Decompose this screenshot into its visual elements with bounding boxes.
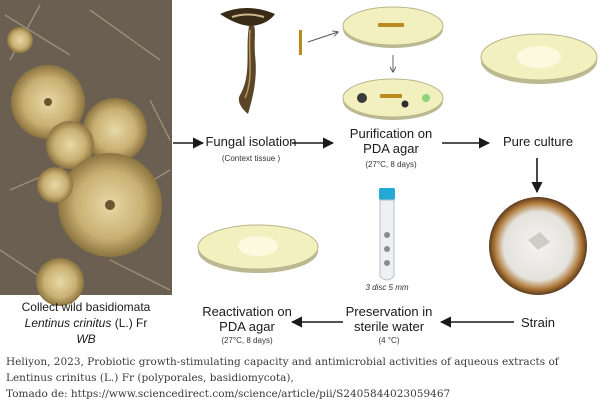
step-label-line1: Purification on xyxy=(349,126,433,141)
step-reactivation: Reactivation on PDA agar (27°C, 8 days) xyxy=(198,304,296,346)
specimen-label: Collect wild basidiomata Lentinus crinit… xyxy=(0,299,172,347)
step-label: Fungal isolation xyxy=(205,134,297,149)
reactivation-dish xyxy=(197,224,319,273)
step-note: (27°C, 8 days) xyxy=(365,160,417,169)
step-label-line2: PDA agar xyxy=(219,319,275,334)
species-name: Lentinus crinitus xyxy=(24,316,112,330)
step-strain: Strain xyxy=(500,315,576,330)
pure-culture-dish xyxy=(480,33,598,84)
specimen-code: WB xyxy=(76,332,96,346)
purification-dish-top xyxy=(342,6,444,48)
step-note: (4 °C) xyxy=(378,336,400,345)
step-fungal-isolation: Fungal isolation (Context tissue ) xyxy=(202,134,300,164)
caption-line3: Tomado de: https://www.sciencedirect.com… xyxy=(6,388,451,400)
purification-dish-bottom xyxy=(342,78,444,120)
specimen-photo xyxy=(0,0,172,306)
strain-plate-photo xyxy=(489,197,587,295)
specimen-line1: Collect wild basidiomata xyxy=(21,300,151,314)
storage-tube xyxy=(379,188,395,281)
source-caption: Heliyon, 2023, Probiotic growth-stimulat… xyxy=(6,354,596,402)
step-label: Pure culture xyxy=(502,134,574,149)
step-preservation: Preservation in sterile water (4 °C) xyxy=(336,304,442,346)
fruiting-body-illustration xyxy=(220,8,275,114)
step-label-line1: Preservation in xyxy=(345,304,433,319)
step-label-line1: Reactivation on xyxy=(202,304,292,319)
step-note: (27°C, 8 days) xyxy=(221,336,273,345)
step-pure-culture: Pure culture xyxy=(488,134,588,149)
species-authority: (L.) Fr xyxy=(111,316,148,330)
transfer-arrow xyxy=(307,32,338,43)
step-note: (Context tissue ) xyxy=(221,154,281,163)
caption-line1: Heliyon, 2023, Probiotic growth-stimulat… xyxy=(6,356,559,368)
step-purification: Purification on PDA agar (27°C, 8 days) xyxy=(336,126,446,170)
step-label-line2: PDA agar xyxy=(363,141,419,156)
disc-note: 3 disc 5 mm xyxy=(365,283,409,292)
tissue-fragment xyxy=(299,30,302,55)
caption-line2: Lentinus crinitus (L.) Fr (polyporales, … xyxy=(6,372,294,384)
step-label: Strain xyxy=(521,315,555,330)
step-label-line2: sterile water xyxy=(353,319,425,334)
